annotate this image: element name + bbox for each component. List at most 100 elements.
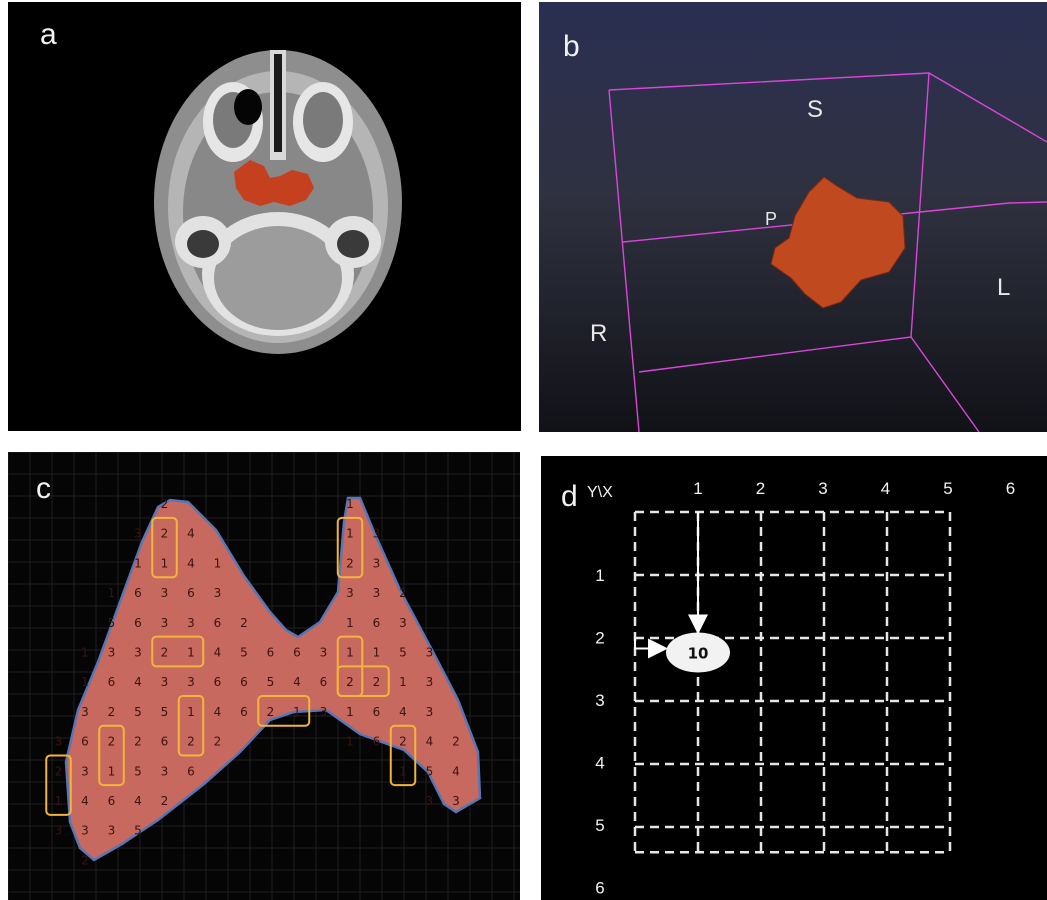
cell-value: 1 [214,556,222,570]
cell-value: 1 [187,646,195,660]
x-axis-label: 5 [943,479,952,498]
orientation-superior: S [807,98,823,122]
cell-value: 1 [108,764,116,778]
cell-value: 5 [108,616,116,630]
orientation-right: R [590,322,607,346]
cell-value: 5 [161,705,169,719]
cell-value: 3 [55,824,63,838]
cell-value: 2 [452,735,460,749]
cell-value: 2 [214,735,222,749]
ct-slice-image [8,2,521,431]
cell-value: 5 [267,675,275,689]
cell-value: 6 [81,735,89,749]
cell-value: 5 [134,764,142,778]
cell-value: 1 [399,764,407,778]
cell-value: 3 [426,646,434,660]
cell-value: 3 [373,527,381,541]
cell-value: 3 [373,556,381,570]
cell-value: 2 [346,556,354,570]
cell-value: 6 [373,705,381,719]
cell-value: 2 [267,705,275,719]
panel-c-label: c [36,474,51,504]
cell-value: 5 [399,646,407,660]
cell-value: 4 [293,675,301,689]
axis-corner-label: Y\X [587,484,613,502]
cell-value: 6 [108,675,116,689]
cell-value: 4 [214,705,222,719]
y-axis-label: 5 [595,816,604,835]
panel-b-label: b [563,32,580,62]
y-axis-label: 3 [595,691,604,710]
cell-value: 2 [108,735,116,749]
cell-value: 3 [55,735,63,749]
cell-value: 6 [214,675,222,689]
cell-value: 3 [426,794,434,808]
cell-value: 5 [134,705,142,719]
cell-value: 6 [320,675,328,689]
y-axis-label: 4 [595,754,604,773]
cell-value: 3 [81,705,89,719]
cell-value: 6 [134,586,142,600]
cell-value: 2 [161,527,169,541]
cell-value: 1 [346,527,354,541]
cell-value: 2 [108,705,116,719]
cell-value: 1 [187,705,195,719]
cell-value: 2 [134,735,142,749]
cell-value: 3 [214,586,222,600]
cell-value: 3 [320,646,328,660]
cell-value: 2 [161,794,169,808]
cell-value: 1 [373,646,381,660]
cell-value: 3 [426,675,434,689]
cell-value: 2 [373,675,381,689]
y-axis-label: 6 [595,879,604,898]
cell-value: 3 [399,616,407,630]
cell-value: 3 [161,675,169,689]
orientation-posterior: P [765,210,777,228]
cell-value: 4 [81,794,89,808]
panel-d-label: d [561,482,578,512]
target-cell-marker: 10 [635,512,730,673]
cell-value: 3 [346,586,354,600]
cell-value: 4 [426,735,434,749]
cell-value: 2 [187,735,195,749]
cell-value: 4 [134,794,142,808]
x-axis-label: 2 [756,479,765,498]
cell-value: 3 [81,824,89,838]
cell-value: 3 [134,646,142,660]
panel-c-value-grid: 2324114116363563362133214566316433665463… [8,452,520,900]
cell-value: 1 [346,646,354,660]
panel-a-label: a [40,20,57,50]
cell-value: 1 [81,646,89,660]
cell-value: 3 [161,586,169,600]
cell-value: 3 [426,705,434,719]
panel-b-3d-render: b S P L R [539,2,1047,432]
cell-value: 1 [346,616,354,630]
orientation-left: L [997,276,1010,300]
cell-value: 1 [346,705,354,719]
y-pointer-arrow [635,639,664,649]
cell-value: 4 [452,764,460,778]
cell-value: 4 [134,675,142,689]
x-axis-label: 3 [818,479,827,498]
cell-value: 3 [134,527,142,541]
cell-value: 1 [346,735,354,749]
cell-value: 2 [240,616,248,630]
cell-value: 2 [81,853,89,867]
panel-a-ct-slice: a [8,2,521,431]
cell-value: 5 [240,646,248,660]
cell-value: 4 [187,527,195,541]
cell-value: 3 [452,794,460,808]
cell-value: 2 [161,646,169,660]
cell-value: 1 [108,586,116,600]
x-axis-label: 4 [881,479,890,498]
cell-value: 2 [346,675,354,689]
cell-value: 3 [81,764,89,778]
cell-value: 6 [214,616,222,630]
cell-value: 3 [161,764,169,778]
cell-value: 6 [108,794,116,808]
x-axis-label: 1 [693,479,702,498]
cell-value: 3 [187,616,195,630]
cell-value: 6 [161,735,169,749]
